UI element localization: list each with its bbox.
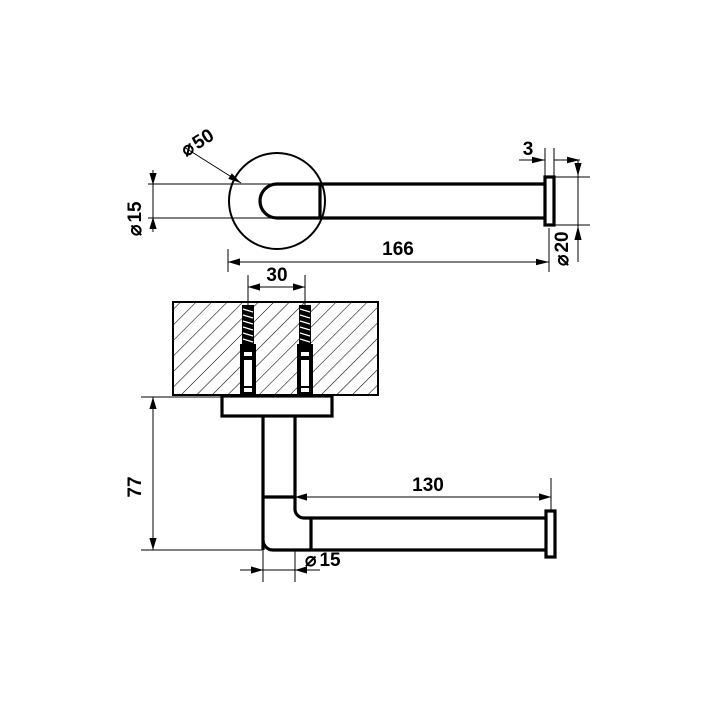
dim-dia-15-bottom-label: ⌀15: [305, 550, 341, 571]
arm-top-edge: [293, 497, 546, 520]
dim-dia-15-top: ⌀15: [125, 170, 157, 236]
dim-dia-20-label: ⌀20: [552, 231, 573, 266]
side-view-group: 30 77 130: [125, 265, 557, 582]
mounting-flange-plate: [220, 394, 334, 418]
dim-dia-20: ⌀20: [552, 160, 590, 266]
tube-rounded-end: [258, 182, 320, 220]
dim-130-label: 130: [412, 475, 444, 496]
wall-anchor-right: [297, 296, 313, 394]
bar-end-cap: [543, 175, 556, 227]
arm-bottom-edge: [261, 539, 546, 552]
dim-dia-15-bottom: ⌀15: [240, 550, 341, 582]
wall-anchor-left: [240, 296, 256, 394]
wall-section-hatch: [173, 302, 378, 395]
dim-3-label: 3: [523, 139, 534, 160]
dim-3: 3: [519, 139, 580, 176]
dim-dia-15-top-label: ⌀15: [125, 201, 146, 236]
top-view-group: ⌀50 ⌀15 166: [125, 125, 590, 272]
arm-end-cap: [544, 509, 557, 559]
dim-166: 166: [227, 228, 550, 272]
dim-130: 130: [295, 475, 552, 510]
dim-77-label: 77: [125, 476, 146, 497]
dim-30: 30: [247, 265, 306, 302]
dim-30-label: 30: [266, 265, 287, 286]
dim-77: 77: [125, 396, 262, 551]
wall-rosette-circle: [228, 152, 326, 250]
dim-166-label: 166: [382, 239, 414, 260]
